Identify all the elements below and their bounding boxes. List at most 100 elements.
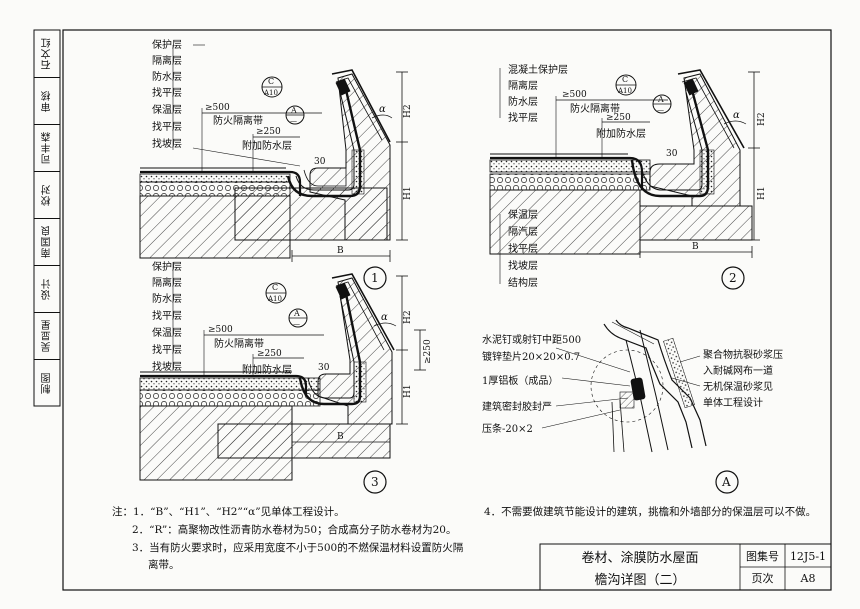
d3-layer-7: 找坡层 [152,360,182,373]
d2-layer-bot-3: 找平层 [508,242,538,255]
side-cell-3: 司丰森 [34,124,60,172]
d3-layer-2: 隔离层 [152,276,182,289]
da-left-2: 镀锌垫片20×20×0.7 [482,350,580,363]
d1-ref-bot: A10 [263,89,278,97]
d1-alpha: α [379,104,386,115]
note-3-cont: 离带。 [148,559,180,571]
da-right-3: 无机保温砂浆见 [703,380,773,393]
inner-frame [62,29,832,591]
da-left-3: 1厚铝板（成品） [482,374,558,387]
d1-layer-7: 找坡层 [152,137,182,150]
da-left-1: 水泥钉或射钉中距500 [482,333,581,346]
side-role-6: 设计 [41,277,53,300]
d1-H1: H1 [403,186,413,200]
d2-layer-bot-4: 找坡层 [508,259,538,272]
side-cell-8: 制图 [34,359,60,406]
side-cell-4: 校对 [34,171,60,219]
atlas-value: 12J5-1 [789,549,827,563]
d2-extra-dim: ≥250 [606,113,631,123]
d2-alpha: α [733,110,740,121]
d2-layer-bot-5: 结构层 [508,276,538,289]
d3-layer-4: 找平层 [152,309,182,322]
title-block-frame [539,543,832,591]
d3-dim-30: 30 [318,363,330,373]
d2-layer-top-1: 混凝土保护层 [508,63,568,76]
d1-fire-dim: ≥500 [205,103,230,113]
d3-extra-dim: ≥250 [257,349,282,359]
note-4: 4．不需要做建筑节能设计的建筑，挑檐和外墙部分的保温层可以不做。 [484,506,817,518]
da-number: A [721,475,731,489]
d1-B: B [337,246,344,256]
atlas-label: 图集号 [746,550,779,563]
detail-a [541,319,739,494]
d1-layer-5: 保温层 [152,103,182,116]
title-line-2: 檐沟详图（二） [594,572,686,588]
d1-extra-dim: ≥250 [256,127,281,137]
d2-fire-label: 防火隔离带 [570,102,620,115]
d3-alpha: α [381,312,388,323]
title-line-1: 卷材、涂膜防水屋面 [581,550,699,566]
d2-ref-dash: — [657,106,664,114]
detail-3 [139,262,426,494]
d3-ref-dash: — [293,320,300,328]
side-role-1: 石文红 [41,37,53,70]
page-label: 页次 [751,572,774,585]
d1-fire-label: 防火隔离带 [213,114,263,127]
d3-fire-dim: ≥500 [208,325,233,335]
d2-layer-top-3: 防水层 [508,95,538,108]
da-right-4: 单体工程设计 [703,396,763,409]
da-left-5: 压条-20×2 [482,422,533,435]
note-2: 2．“R”：高聚物改性沥青防水卷材为50；合成高分子防水卷材为20。 [132,524,457,536]
d3-extra-label: 附加防水层 [242,363,292,376]
d1-ref-dash: — [290,117,297,125]
d1-layer-4: 找平层 [152,86,182,99]
side-role-4: 校对 [41,183,53,206]
d2-ref-top: C [622,75,628,84]
da-right-1: 聚合物抗裂砂浆压 [703,348,783,361]
d3-ref-bot: A10 [267,295,282,303]
d2-extra-label: 附加防水层 [596,127,646,140]
page-value: A8 [800,571,816,585]
d3-layer-5: 保温层 [152,326,182,339]
note-3: 3．当有防火要求时，应采用宽度不小于500的不燃保温材料设置防火隔 [132,542,464,554]
side-cell-1: 石文红 [34,30,60,78]
d1-number: 1 [371,271,379,285]
d3-H1: H1 [403,384,413,398]
d1-ref-a: A [290,106,297,115]
d1-layer-1: 保护层 [152,38,182,51]
d3-ref-top: C [272,283,278,292]
d3-ref-a: A [293,309,300,318]
d3-number: 3 [371,475,379,489]
d1-layer-3: 防水层 [152,70,182,83]
d2-layer-top-2: 隔离层 [508,79,538,92]
d2-ref-bot: A10 [617,87,632,95]
side-role-5: 南国良 [41,225,53,258]
d2-B: B [692,242,699,252]
side-cell-2: 审核 [34,77,60,125]
d1-ref-top: C [268,77,274,86]
da-left-4: 建筑密封胶封严 [482,400,552,413]
d3-H2: H2 [403,310,413,324]
d3-layer-3: 防水层 [152,292,182,305]
side-role-3: 司丰森 [41,131,53,164]
d3-fire-label: 防火隔离带 [214,337,264,350]
d2-ref-a: A [657,95,664,104]
d1-layer-6: 找平层 [152,120,182,133]
d2-layer-top-4: 找平层 [508,111,538,124]
side-role-7: 吴显星 [41,319,53,352]
d2-layer-bot-2: 隔汽层 [508,225,538,238]
d3-layer-1: 保护层 [152,260,182,273]
d2-H1: H1 [757,186,767,200]
detail-2 [489,68,760,290]
d2-H2: H2 [757,112,767,126]
d3-B: B [337,432,344,442]
side-cell-7: 吴显星 [34,312,60,360]
d1-dim-30: 30 [314,157,326,167]
side-cell-5: 南国良 [34,218,60,266]
d1-extra-label: 附加防水层 [242,139,292,152]
detail-1 [139,44,408,290]
d2-fire-dim: ≥500 [562,90,587,100]
side-role-8: 制图 [41,371,53,394]
da-right-2: 入耐碱网布一道 [703,364,773,377]
